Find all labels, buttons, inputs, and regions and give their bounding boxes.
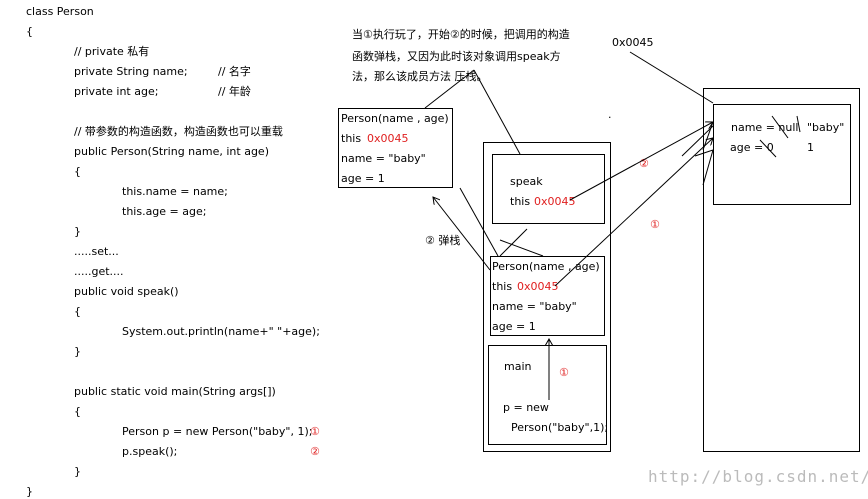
watermark: http://blog.csdn.net/ bbox=[648, 467, 868, 486]
ctor-frame bbox=[490, 256, 605, 336]
this-label: this bbox=[492, 280, 513, 293]
code-line: { bbox=[74, 305, 81, 318]
field-line: age = 0 bbox=[730, 141, 774, 154]
heap-object bbox=[713, 104, 851, 205]
code-line: .....set... bbox=[74, 245, 119, 258]
code-line: .....get.... bbox=[74, 265, 124, 278]
annotation-line: 当①执行玩了，开始②的时候，把调用的构造 bbox=[352, 28, 570, 41]
code-line: { bbox=[74, 405, 81, 418]
step-marker: ① bbox=[559, 366, 569, 379]
annotation-line: 法，那么该成员方法 压栈。 bbox=[352, 70, 488, 83]
stack-region bbox=[483, 142, 611, 452]
frame-label: main bbox=[504, 360, 532, 373]
code-line: this.age = age; bbox=[122, 205, 207, 218]
code-comment: // 带参数的构造函数，构造函数也可以重载 bbox=[74, 125, 283, 138]
code-line: p.speak(); bbox=[122, 445, 178, 458]
this-value: 0x0045 bbox=[367, 132, 409, 145]
code-comment: // 年龄 bbox=[218, 85, 251, 98]
stack-dot: . bbox=[608, 108, 612, 121]
code-line: { bbox=[74, 165, 81, 178]
this-label: this bbox=[341, 132, 362, 145]
step-marker: ① bbox=[650, 218, 660, 231]
frame-header: Person(name , age) bbox=[341, 112, 449, 125]
field-new-value: "baby" bbox=[807, 121, 845, 134]
annotation-line: 函数弹栈，又因为此时该对象调用speak方 bbox=[352, 50, 561, 63]
code-line: public void speak() bbox=[74, 285, 179, 298]
code-line: } bbox=[74, 225, 81, 238]
step-marker: ① bbox=[310, 425, 320, 438]
frame-label: speak bbox=[510, 175, 543, 188]
this-value: 0x0045 bbox=[534, 195, 576, 208]
var-line: Person("baby",1); bbox=[511, 421, 609, 434]
this-value: 0x0045 bbox=[517, 280, 559, 293]
code-line: public static void main(String args[]) bbox=[74, 385, 276, 398]
field-line: age = 1 bbox=[341, 172, 385, 185]
field-line: name = null bbox=[731, 121, 799, 134]
this-label: this bbox=[510, 195, 531, 208]
code-line: } bbox=[74, 345, 81, 358]
code-line: } bbox=[26, 485, 33, 498]
code-line: Person p = new Person("baby", 1); bbox=[122, 425, 313, 438]
pop-label: ② 弹栈 bbox=[425, 234, 461, 247]
popped-frame bbox=[338, 108, 453, 188]
address-pointer-line bbox=[629, 51, 714, 104]
heap-address: 0x0045 bbox=[612, 36, 654, 49]
code-line: class Person bbox=[26, 5, 94, 18]
code-line: private String name; bbox=[74, 65, 188, 78]
code-comment: // 名字 bbox=[218, 65, 251, 78]
code-comment: // private 私有 bbox=[74, 45, 150, 58]
var-line: p = new bbox=[503, 401, 549, 414]
code-line: private int age; bbox=[74, 85, 159, 98]
field-line: name = "baby" bbox=[341, 152, 426, 165]
code-line: { bbox=[26, 25, 33, 38]
code-line: public Person(String name, int age) bbox=[74, 145, 269, 158]
code-line: System.out.println(name+" "+age); bbox=[122, 325, 320, 338]
speak-frame bbox=[492, 154, 605, 224]
code-line: } bbox=[74, 465, 81, 478]
step-marker: ② bbox=[639, 157, 649, 170]
frame-header: Person(name , age) bbox=[492, 260, 600, 273]
code-line: this.name = name; bbox=[122, 185, 228, 198]
field-new-value: 1 bbox=[807, 141, 814, 154]
field-line: name = "baby" bbox=[492, 300, 577, 313]
step-marker: ② bbox=[310, 445, 320, 458]
field-line: age = 1 bbox=[492, 320, 536, 333]
